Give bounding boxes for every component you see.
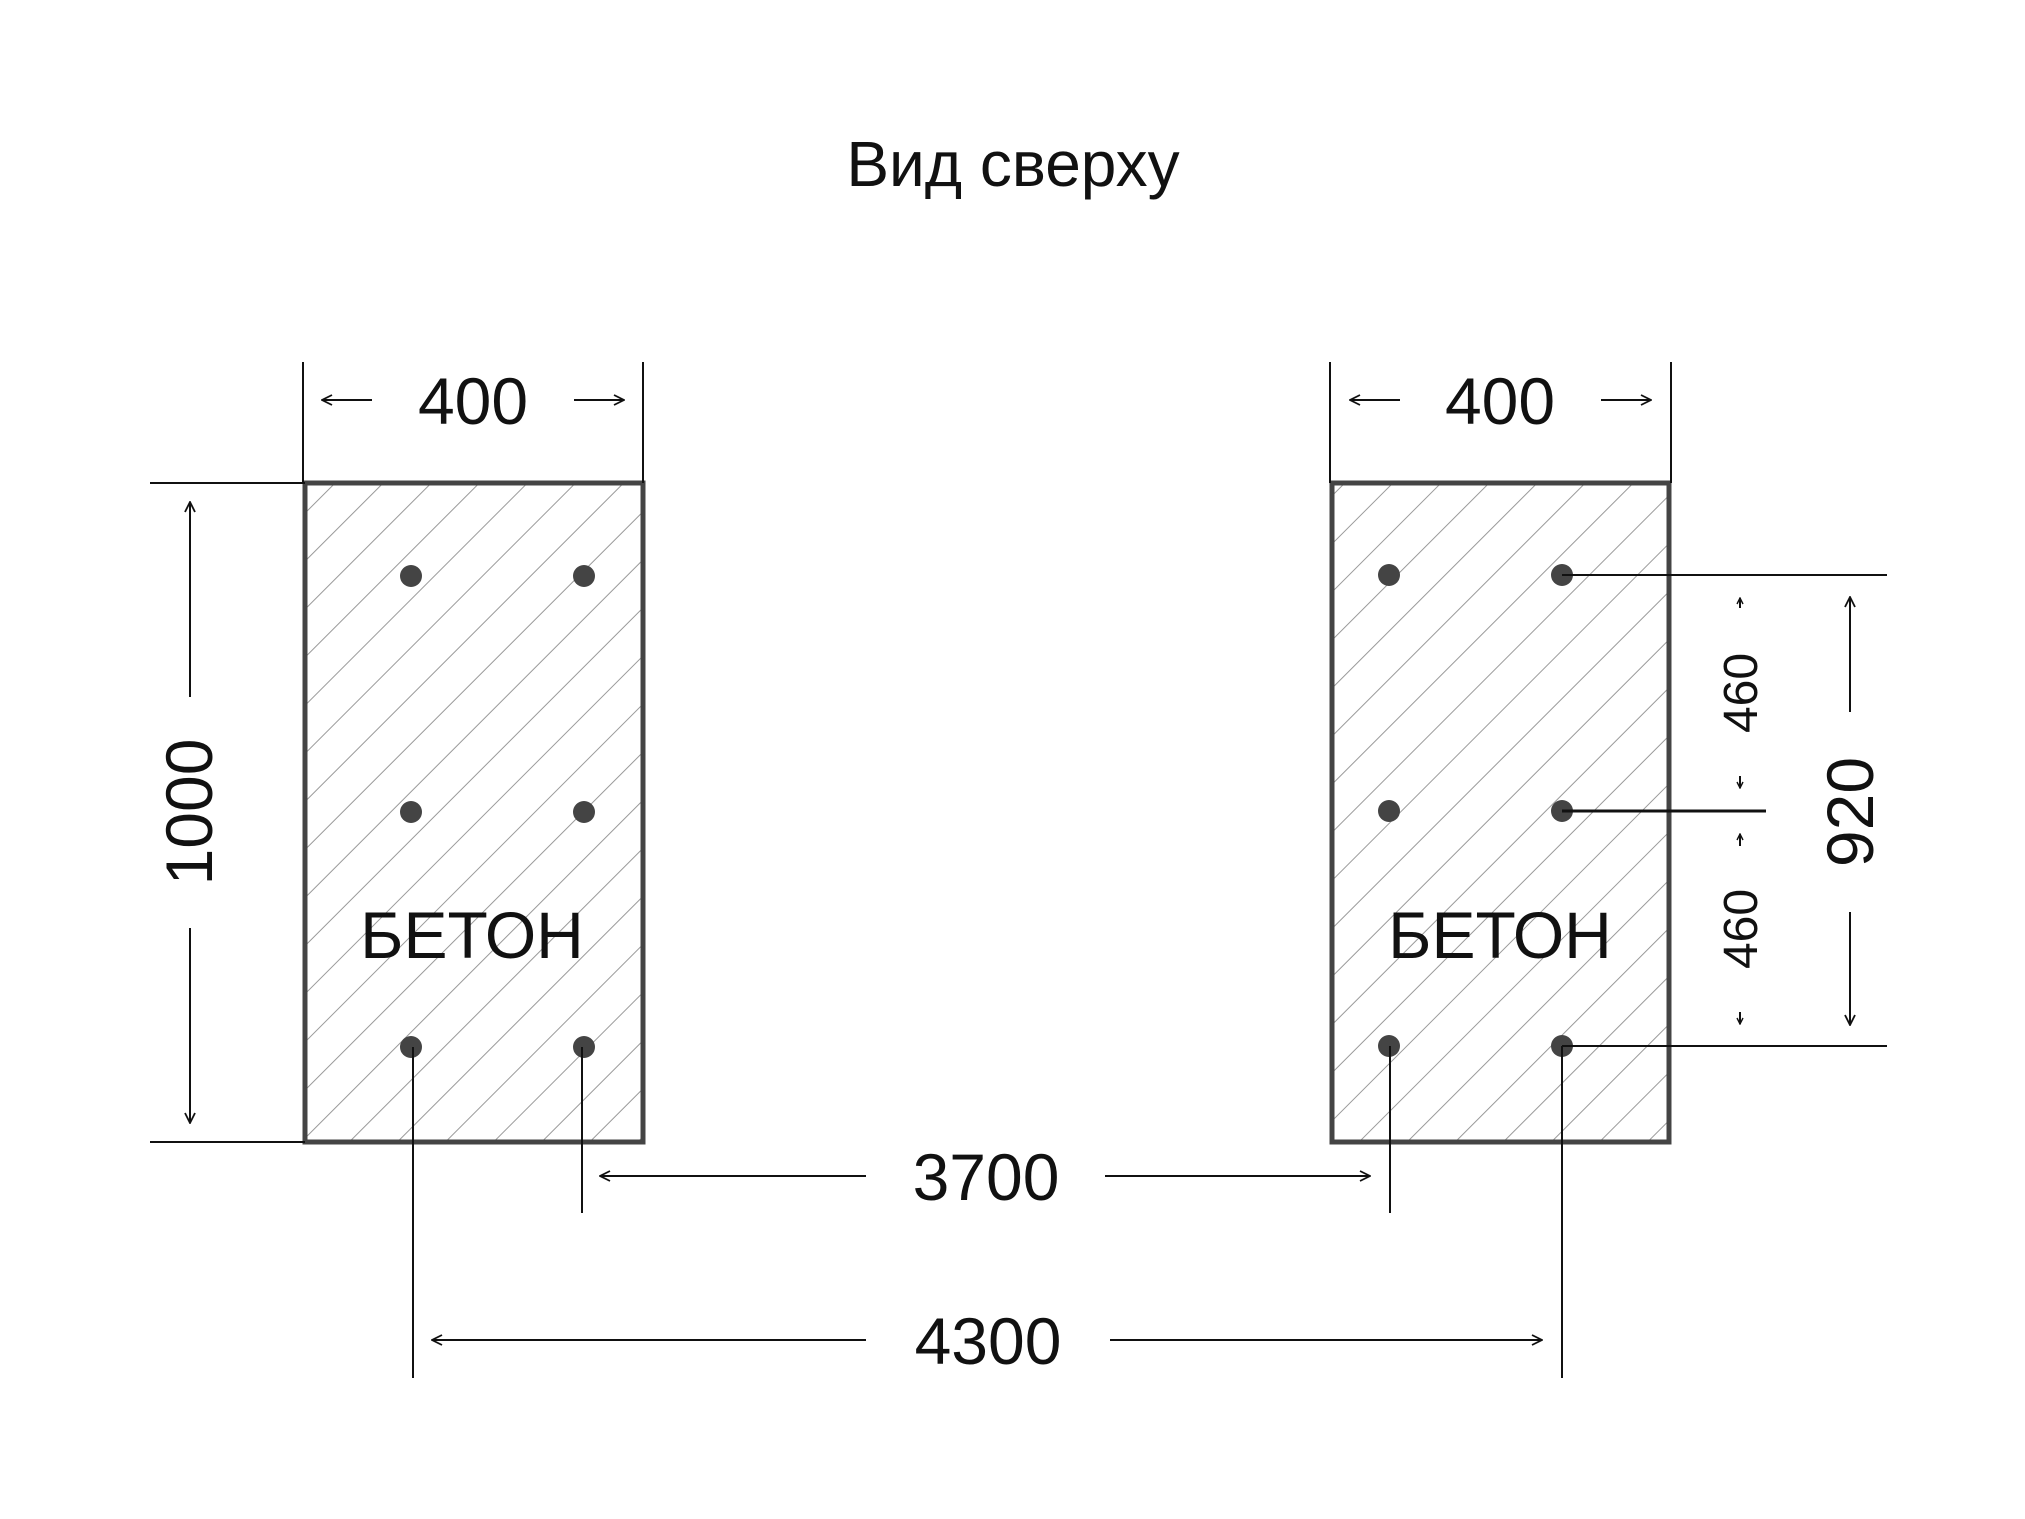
rebar-dot <box>573 565 595 587</box>
dimension-inner-distance: 3700 <box>581 1046 1391 1214</box>
block-left-material-label: БЕТОН <box>360 898 584 972</box>
dimension-right-width: 400 <box>1329 362 1672 483</box>
dimension-rebar-lower-label: 460 <box>1715 889 1768 969</box>
rebar-dot <box>400 565 422 587</box>
dimension-inner-distance-label: 3700 <box>913 1140 1060 1214</box>
dimension-left-width-label: 400 <box>418 364 528 438</box>
concrete-block-left: БЕТОН <box>302 480 646 1145</box>
rebar-dot <box>573 801 595 823</box>
dimension-height-label: 1000 <box>152 739 226 886</box>
rebar-dot <box>1378 800 1400 822</box>
dimension-rebar-total-label: 920 <box>1813 757 1887 867</box>
dimension-axis-distance-label: 4300 <box>915 1304 1062 1378</box>
block-right-material-label: БЕТОН <box>1388 898 1612 972</box>
dimension-right-width-label: 400 <box>1445 364 1555 438</box>
rebar-dot <box>400 1036 422 1058</box>
rebar-dot <box>573 1036 595 1058</box>
rebar-dot <box>400 801 422 823</box>
dimension-rebar-spacing: 460 460 920 <box>1562 574 1887 1047</box>
dimension-rebar-upper-label: 460 <box>1715 653 1768 733</box>
dimension-height: 1000 <box>150 482 305 1143</box>
block-left-rebars <box>400 565 595 1058</box>
rebar-dot <box>1378 564 1400 586</box>
dimension-left-width: 400 <box>302 362 644 483</box>
dimension-axis-distance: 4300 <box>412 1046 1563 1378</box>
page-title: Вид сверху <box>846 128 1179 200</box>
block-left-outline <box>302 480 646 1145</box>
